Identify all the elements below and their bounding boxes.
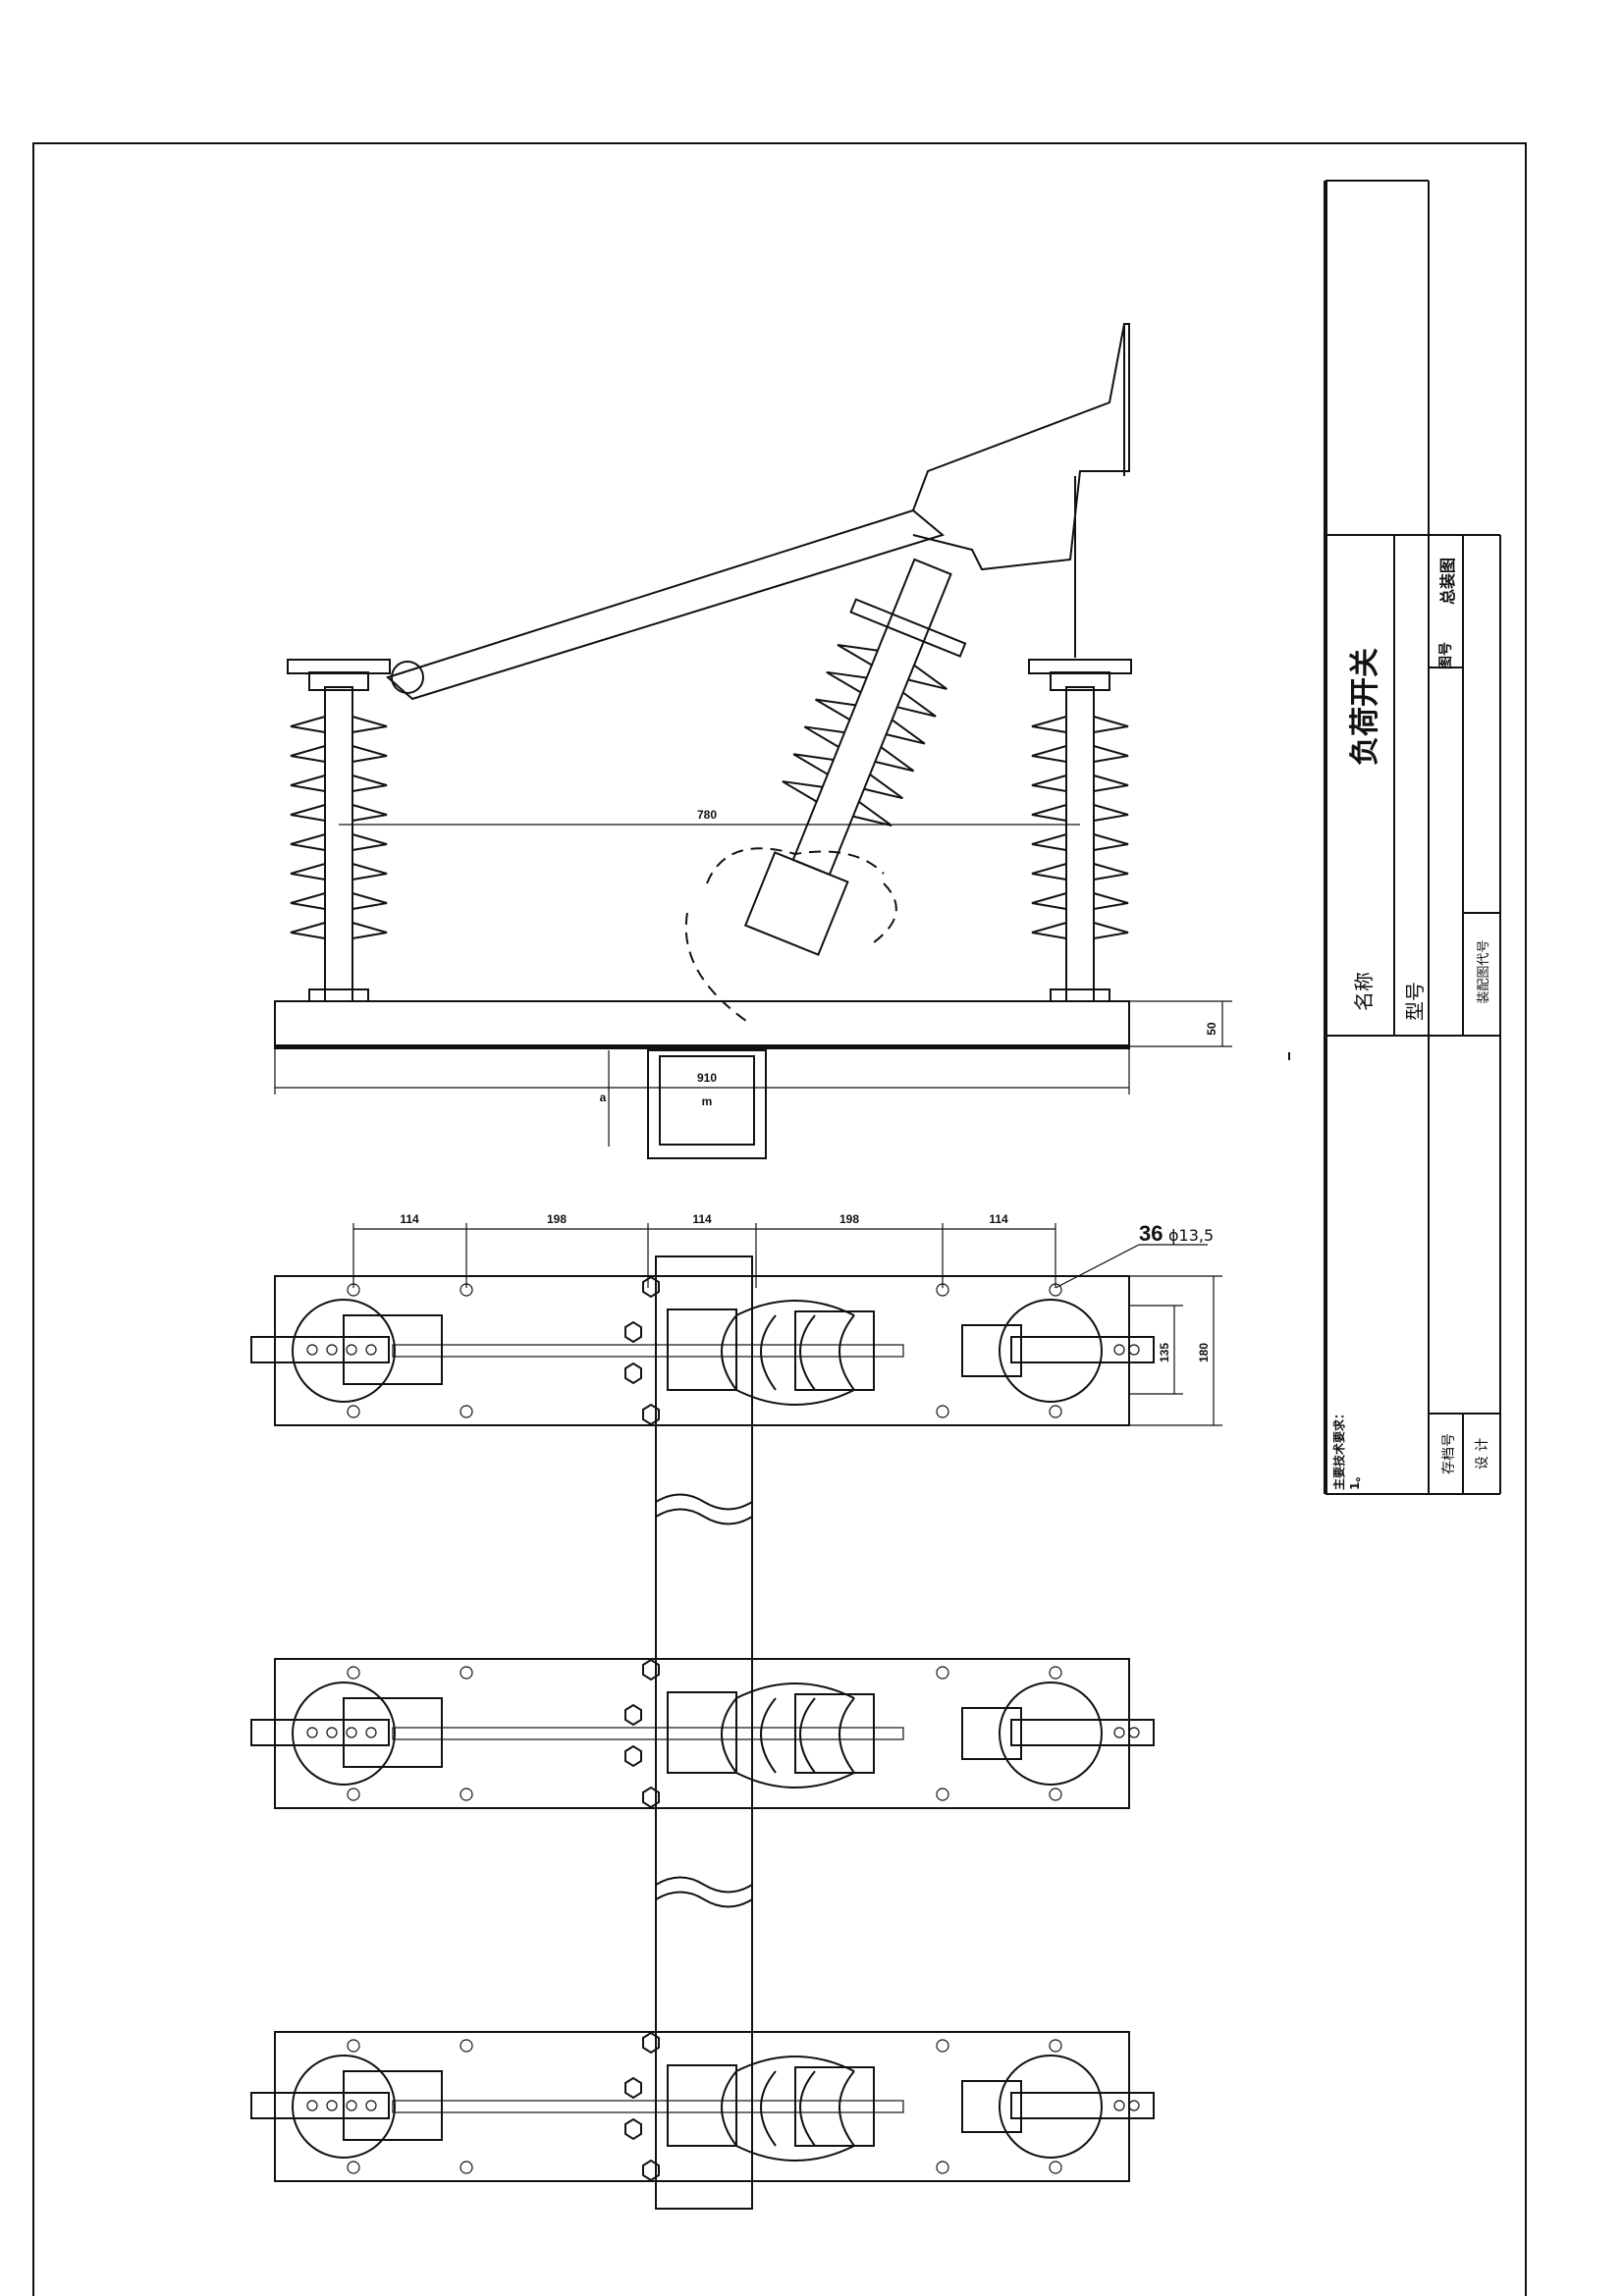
channel-section xyxy=(647,1049,767,1159)
label-name: 名称 xyxy=(1352,972,1376,1011)
left-insulator-sheds xyxy=(290,716,388,939)
hole-count: 36 xyxy=(1139,1221,1163,1246)
rotating-insulator xyxy=(743,558,967,956)
dim-hole-spacing-1: 114 xyxy=(400,1212,419,1226)
operating-shaft xyxy=(655,1255,753,2210)
dim-inner-width: 135 xyxy=(1158,1343,1171,1362)
phase-2 xyxy=(250,1658,1155,1809)
notes-item: 1。 xyxy=(1348,1470,1362,1490)
open-position-outline xyxy=(684,847,897,1022)
dim-base-length: 910 xyxy=(697,1071,717,1085)
label-design: 设 计 xyxy=(1475,1438,1490,1469)
label-assembly-code: 装配图代号 xyxy=(1477,939,1491,1003)
dim-hole-spacing-2: 198 xyxy=(547,1212,567,1226)
drawing-type: 总装图 xyxy=(1438,558,1457,605)
label-archive: 存档号 xyxy=(1441,1433,1457,1474)
phase-1 xyxy=(250,1275,1155,1426)
dim-channel-note: m xyxy=(702,1095,713,1108)
drawing-frame xyxy=(32,142,1527,2296)
left-insulator xyxy=(287,659,391,1002)
drawing-title: 负荷开关 xyxy=(1348,648,1382,766)
notes-title: 主要技术要求： xyxy=(1331,1408,1346,1490)
dim-hole-spacing-5: 114 xyxy=(989,1212,1008,1226)
arc-chute-bracket xyxy=(912,323,1130,571)
top-view: 114 198 114 198 114 36 ϕ13,5 135 180 xyxy=(250,1212,1222,2210)
side-view: 780 910 m 50 a xyxy=(274,323,1232,1159)
right-insulator-sheds xyxy=(1031,716,1129,939)
right-insulator xyxy=(1028,659,1132,1002)
label-drawing-type: 图号 xyxy=(1438,642,1454,669)
dim-hole-spacing-3: 114 xyxy=(692,1212,712,1226)
dim-outer-width: 180 xyxy=(1197,1343,1211,1362)
dim-insulator-span: 780 xyxy=(697,808,717,822)
switch-blade xyxy=(386,508,946,701)
dim-base-height: 50 xyxy=(1205,1022,1218,1036)
phase-3 xyxy=(250,2031,1155,2182)
title-block: 负荷开关 名称 型号 装配图代号 图号 总装图 存档号 设 计 主要技术要求： … xyxy=(1288,180,1501,1495)
dim-hole-spacing-4: 198 xyxy=(839,1212,859,1226)
hole-diameter: ϕ13,5 xyxy=(1168,1226,1214,1245)
base-beam xyxy=(274,1000,1130,1049)
dim-beam-note: a xyxy=(600,1091,607,1104)
label-model: 型号 xyxy=(1403,982,1427,1021)
